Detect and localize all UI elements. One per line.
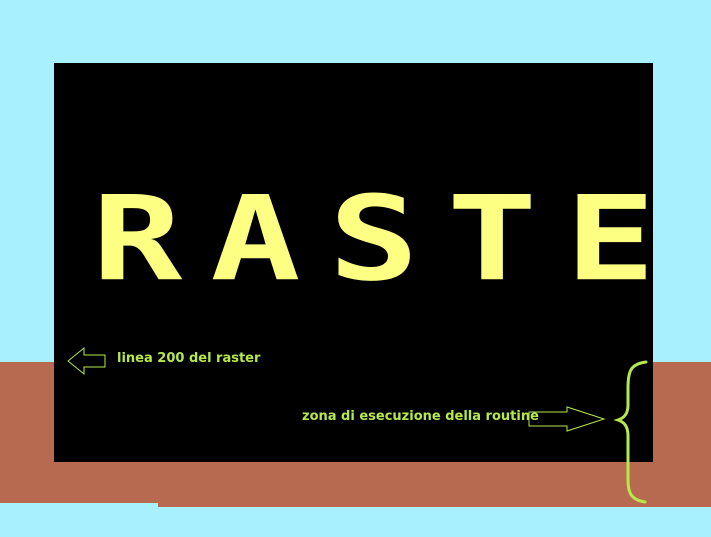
line-200-label: linea 200 del raster	[117, 351, 261, 366]
raster-title: RASTE	[92, 171, 653, 308]
right-arrow-icon	[528, 406, 606, 432]
sky-notch	[0, 503, 158, 507]
left-arrow-icon	[67, 346, 106, 376]
sky-bottom	[0, 507, 711, 537]
curly-brace-icon	[613, 360, 648, 504]
c64-screen: RASTE	[54, 63, 653, 462]
execution-zone-label: zona di esecuzione della routine	[302, 409, 539, 424]
